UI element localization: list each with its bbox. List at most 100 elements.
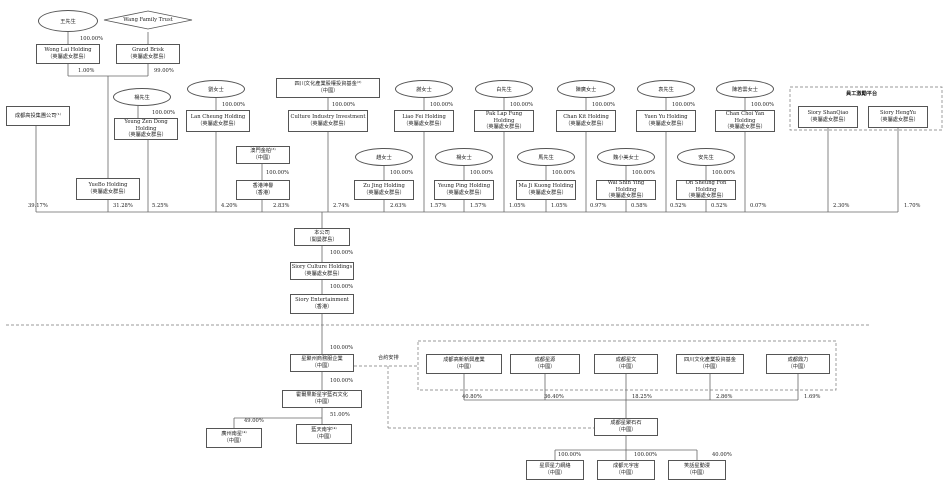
stake-label: 100.00% bbox=[152, 110, 176, 116]
siory-culture-holdings-box: Siory Culture Holdings（英屬處女群島） bbox=[290, 262, 354, 280]
owner-yang-f: 楊女士 bbox=[435, 148, 493, 166]
company-stake-yuen-yu: 0.52% bbox=[670, 203, 687, 209]
company-stake-yeung-zen: 5.25% bbox=[152, 203, 169, 209]
holding-chengdu-gaotou: 成都高投集團公司⁽¹⁾ bbox=[6, 106, 70, 126]
stake-label: 100.00% bbox=[470, 170, 494, 176]
holding-zu-jing: Zu Jing Holding（英屬處女群島） bbox=[354, 180, 414, 200]
company-stake-chan-choi-yan: 0.07% bbox=[750, 203, 767, 209]
vie-stake-1: 36.40% bbox=[544, 394, 564, 400]
holding-lan-cheung: Lan Cheung Holding（英屬處女群島） bbox=[186, 110, 250, 132]
contractual-arrangements-label: 合約安排 bbox=[378, 355, 399, 361]
company-stake-on-sheung-fon: 0.52% bbox=[711, 203, 728, 209]
siory-entertainment-box: Siory Entertainment（香港） bbox=[290, 294, 354, 314]
holding-macau: 澳門金柏⁽³⁾（中國） bbox=[236, 146, 290, 164]
vie-stake-3: 2.86% bbox=[716, 394, 733, 400]
stake-label: 100.00% bbox=[510, 102, 534, 108]
company-stake-siory-hengyu: 1.70% bbox=[904, 203, 921, 209]
opco-box: 成都星聚石石（中國） bbox=[594, 418, 658, 436]
holding-wai-shin-ying: Wai Shin Ying Holding（英屬處女群島） bbox=[596, 180, 656, 200]
vie-stake-4: 1.69% bbox=[804, 394, 821, 400]
vie-owner-3: 四川文化產業投資基金（中國） bbox=[676, 354, 744, 374]
stake-label: 100.00% bbox=[430, 102, 454, 108]
vie-stake-2: 18.25% bbox=[632, 394, 652, 400]
owner-wang: 王先生 bbox=[38, 10, 98, 32]
chain-stake-6: 49.00% bbox=[244, 418, 264, 424]
holding-siory-hengyu: Siory HengYu（英屬處女群島） bbox=[868, 106, 928, 128]
company-stake-hk-kunyu: 2.83% bbox=[273, 203, 290, 209]
holding-yang-zen: Yeung Zen Dong Holding（英屬處女群島） bbox=[114, 118, 178, 140]
company-stake-wai-shin-ying: 0.58% bbox=[631, 203, 648, 209]
vie-owner-2: 成都星文（中國） bbox=[594, 354, 658, 374]
subsidiary-a-box: 廣州南星⁽⁴⁾（中國） bbox=[206, 428, 262, 448]
company-stake-ma-ji-kuong: 1.05% bbox=[551, 203, 568, 209]
chain-stake-5: 51.00% bbox=[330, 412, 350, 418]
stake-label: 100.00% bbox=[592, 102, 616, 108]
holding-sichuan-fund: 四川文化產業股權投資基金⁽²⁾（中國） bbox=[276, 78, 380, 98]
xuan-entity-box: 霍爾果斯星宇藍石文化（中國） bbox=[282, 390, 362, 408]
holding-siory-shanqiao: Siory ShanQiao（英屬處女群島） bbox=[798, 106, 858, 128]
holding-liao-fei: Liao Fei Holding（英屬處女群島） bbox=[394, 110, 454, 132]
stake-label: 100.00% bbox=[751, 102, 775, 108]
holding-chan-choi-yan: Chan Choi Yan Holding（英屬處女群島） bbox=[715, 110, 775, 132]
company-stake-yeung-ping: 1.57% bbox=[470, 203, 487, 209]
holding-on-sheung-fon: On Sheung Fon Holding（英屬處女群島） bbox=[676, 180, 736, 200]
stake-label: 100.00% bbox=[266, 170, 290, 176]
owner-bai: 白先生 bbox=[475, 80, 533, 98]
owner-chen2: 陳若雲女士 bbox=[716, 80, 774, 98]
stake-label: 99.00% bbox=[154, 68, 174, 74]
holding-grand-brisk: Grand Brisk（英屬處女群島） bbox=[116, 44, 180, 64]
holding-yeung-ping: Yeung Ping Holding（英屬處女群島） bbox=[434, 180, 494, 200]
owner-zhao: 趙女士 bbox=[355, 148, 413, 166]
chain-stake-3: 100.00% bbox=[330, 345, 354, 351]
holding-ma-ji-kuong: Ma Ji Kuong Holding（英屬處女群島） bbox=[516, 180, 576, 200]
holding-wang-lai: Wong Lai Holding（英屬處女群島） bbox=[36, 44, 100, 64]
opco-stake-1: 100.00% bbox=[634, 452, 658, 458]
employee-platform-label: 員工激勵平台 bbox=[846, 91, 878, 97]
chain-stake-1: 100.00% bbox=[330, 250, 354, 256]
opco-sub-1: 成都元宇宙（中國） bbox=[597, 460, 655, 480]
prc-entity-box: 星聚州商務服企業（中國） bbox=[290, 354, 354, 372]
company-box: 本公司（開曼群島） bbox=[294, 228, 350, 246]
vie-stake-0: 40.80% bbox=[462, 394, 482, 400]
chain-stake-2: 100.00% bbox=[330, 284, 354, 290]
owner-an: 安先生 bbox=[677, 148, 735, 166]
holding-pak-lap-fung: Pak Lap Fung Holding（英屬處女群島） bbox=[474, 110, 534, 132]
company-stake-siory-shanqiao: 2.30% bbox=[833, 203, 850, 209]
opco-stake-2: 40.00% bbox=[712, 452, 732, 458]
company-stake-pak-lap-fung: 1.05% bbox=[509, 203, 526, 209]
stake-label: 1.00% bbox=[78, 68, 95, 74]
vie-owner-1: 成都星源（中國） bbox=[510, 354, 580, 374]
stake-label: 100.00% bbox=[552, 170, 576, 176]
owner-yang-m: 楊先生 bbox=[113, 88, 171, 106]
stake-label: 100.00% bbox=[712, 170, 736, 176]
vie-owner-4: 成都鼎力（中國） bbox=[766, 354, 830, 374]
owner-liu: 劉女士 bbox=[187, 80, 245, 98]
company-stake-chan-kit: 0.97% bbox=[590, 203, 607, 209]
stake-label: 100.00% bbox=[222, 102, 246, 108]
holding-yuen-yu: Yuen Yu Holding（英屬處女群島） bbox=[636, 110, 696, 132]
company-stake-liao-fei: 1.57% bbox=[430, 203, 447, 209]
holding-culture-investment: Culture Industry Investment（英屬處女群島） bbox=[288, 110, 368, 132]
owner-xie: 謝女士 bbox=[395, 80, 453, 98]
owner-yuan: 袁先生 bbox=[637, 80, 695, 98]
chain-stake-4: 100.00% bbox=[330, 378, 354, 384]
vie-owner-0: 成都高新新興產業（中國） bbox=[426, 354, 502, 374]
subsidiary-b-box: 藍天南宇⁽⁴⁾（中國） bbox=[296, 424, 352, 444]
stake-label: 100.00% bbox=[332, 102, 356, 108]
owner-chen: 陳廣女士 bbox=[557, 80, 615, 98]
opco-stake-0: 100.00% bbox=[558, 452, 582, 458]
company-stake-yuebo: 31.28% bbox=[113, 203, 133, 209]
owner-wang-family-trust: Wang Family Trust bbox=[103, 10, 193, 30]
company-stake-zu-jing: 2.63% bbox=[390, 203, 407, 209]
stake-label: 100.00% bbox=[672, 102, 696, 108]
company-stake-culture-investment: 2.74% bbox=[333, 203, 350, 209]
stake-label: 100.00% bbox=[390, 170, 414, 176]
company-stake-lan-cheung: 4.20% bbox=[221, 203, 238, 209]
holding-chan-kit: Chan Kit Holding（英屬處女群島） bbox=[556, 110, 616, 132]
holding-yuebo: YueBo Holding（英屬處女群島） bbox=[76, 178, 140, 200]
stake-label: 100.00% bbox=[80, 36, 104, 42]
company-stake-chengdu-gaotou: 39.17% bbox=[28, 203, 48, 209]
owner-wei: 魏小美女士 bbox=[597, 148, 655, 166]
stake-label: 100.00% bbox=[632, 170, 656, 176]
